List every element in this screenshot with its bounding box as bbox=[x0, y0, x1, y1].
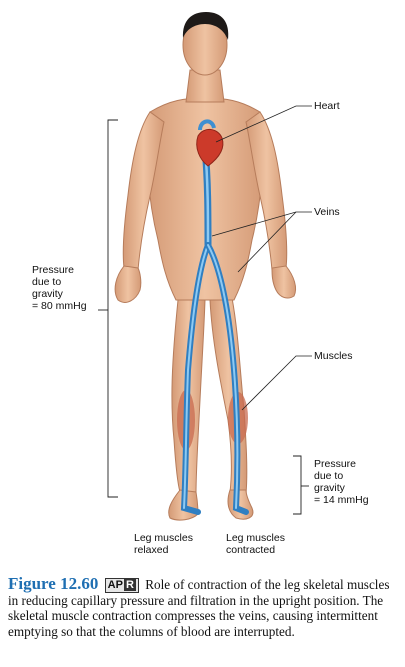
muscles-leader bbox=[241, 355, 312, 411]
pressure-right-label: Pressure due to gravity = 14 mmHg bbox=[314, 458, 369, 506]
right-bracket bbox=[293, 455, 302, 515]
pressure-brackets bbox=[98, 119, 309, 515]
anatomy-illustration bbox=[98, 12, 312, 521]
human-body bbox=[114, 14, 297, 521]
heart bbox=[196, 129, 224, 167]
left-hand bbox=[271, 265, 297, 299]
veins-label: Veins bbox=[314, 206, 340, 218]
leg-contracted-label: Leg muscles contracted bbox=[226, 532, 285, 556]
muscles-label: Muscles bbox=[314, 350, 353, 362]
apr-badge-ap: AP bbox=[107, 579, 123, 591]
aortic-arch bbox=[198, 119, 216, 131]
veins-leader-2 bbox=[237, 211, 297, 273]
figure-number: Figure 12.60 bbox=[8, 574, 99, 593]
caption-text: Role of contraction of the leg skeletal … bbox=[8, 577, 390, 639]
leader-lines bbox=[211, 105, 312, 411]
right-hand bbox=[114, 265, 142, 303]
apr-badge-r: R bbox=[123, 579, 136, 591]
pressure-left-label: Pressure due to gravity = 80 mmHg bbox=[32, 264, 87, 312]
heart-leader bbox=[215, 105, 312, 143]
heart-label: Heart bbox=[314, 100, 340, 112]
left-bracket bbox=[107, 119, 118, 498]
hair bbox=[182, 12, 229, 40]
leg-relaxed-label: Leg muscles relaxed bbox=[134, 532, 193, 556]
right-foot bbox=[227, 489, 254, 520]
